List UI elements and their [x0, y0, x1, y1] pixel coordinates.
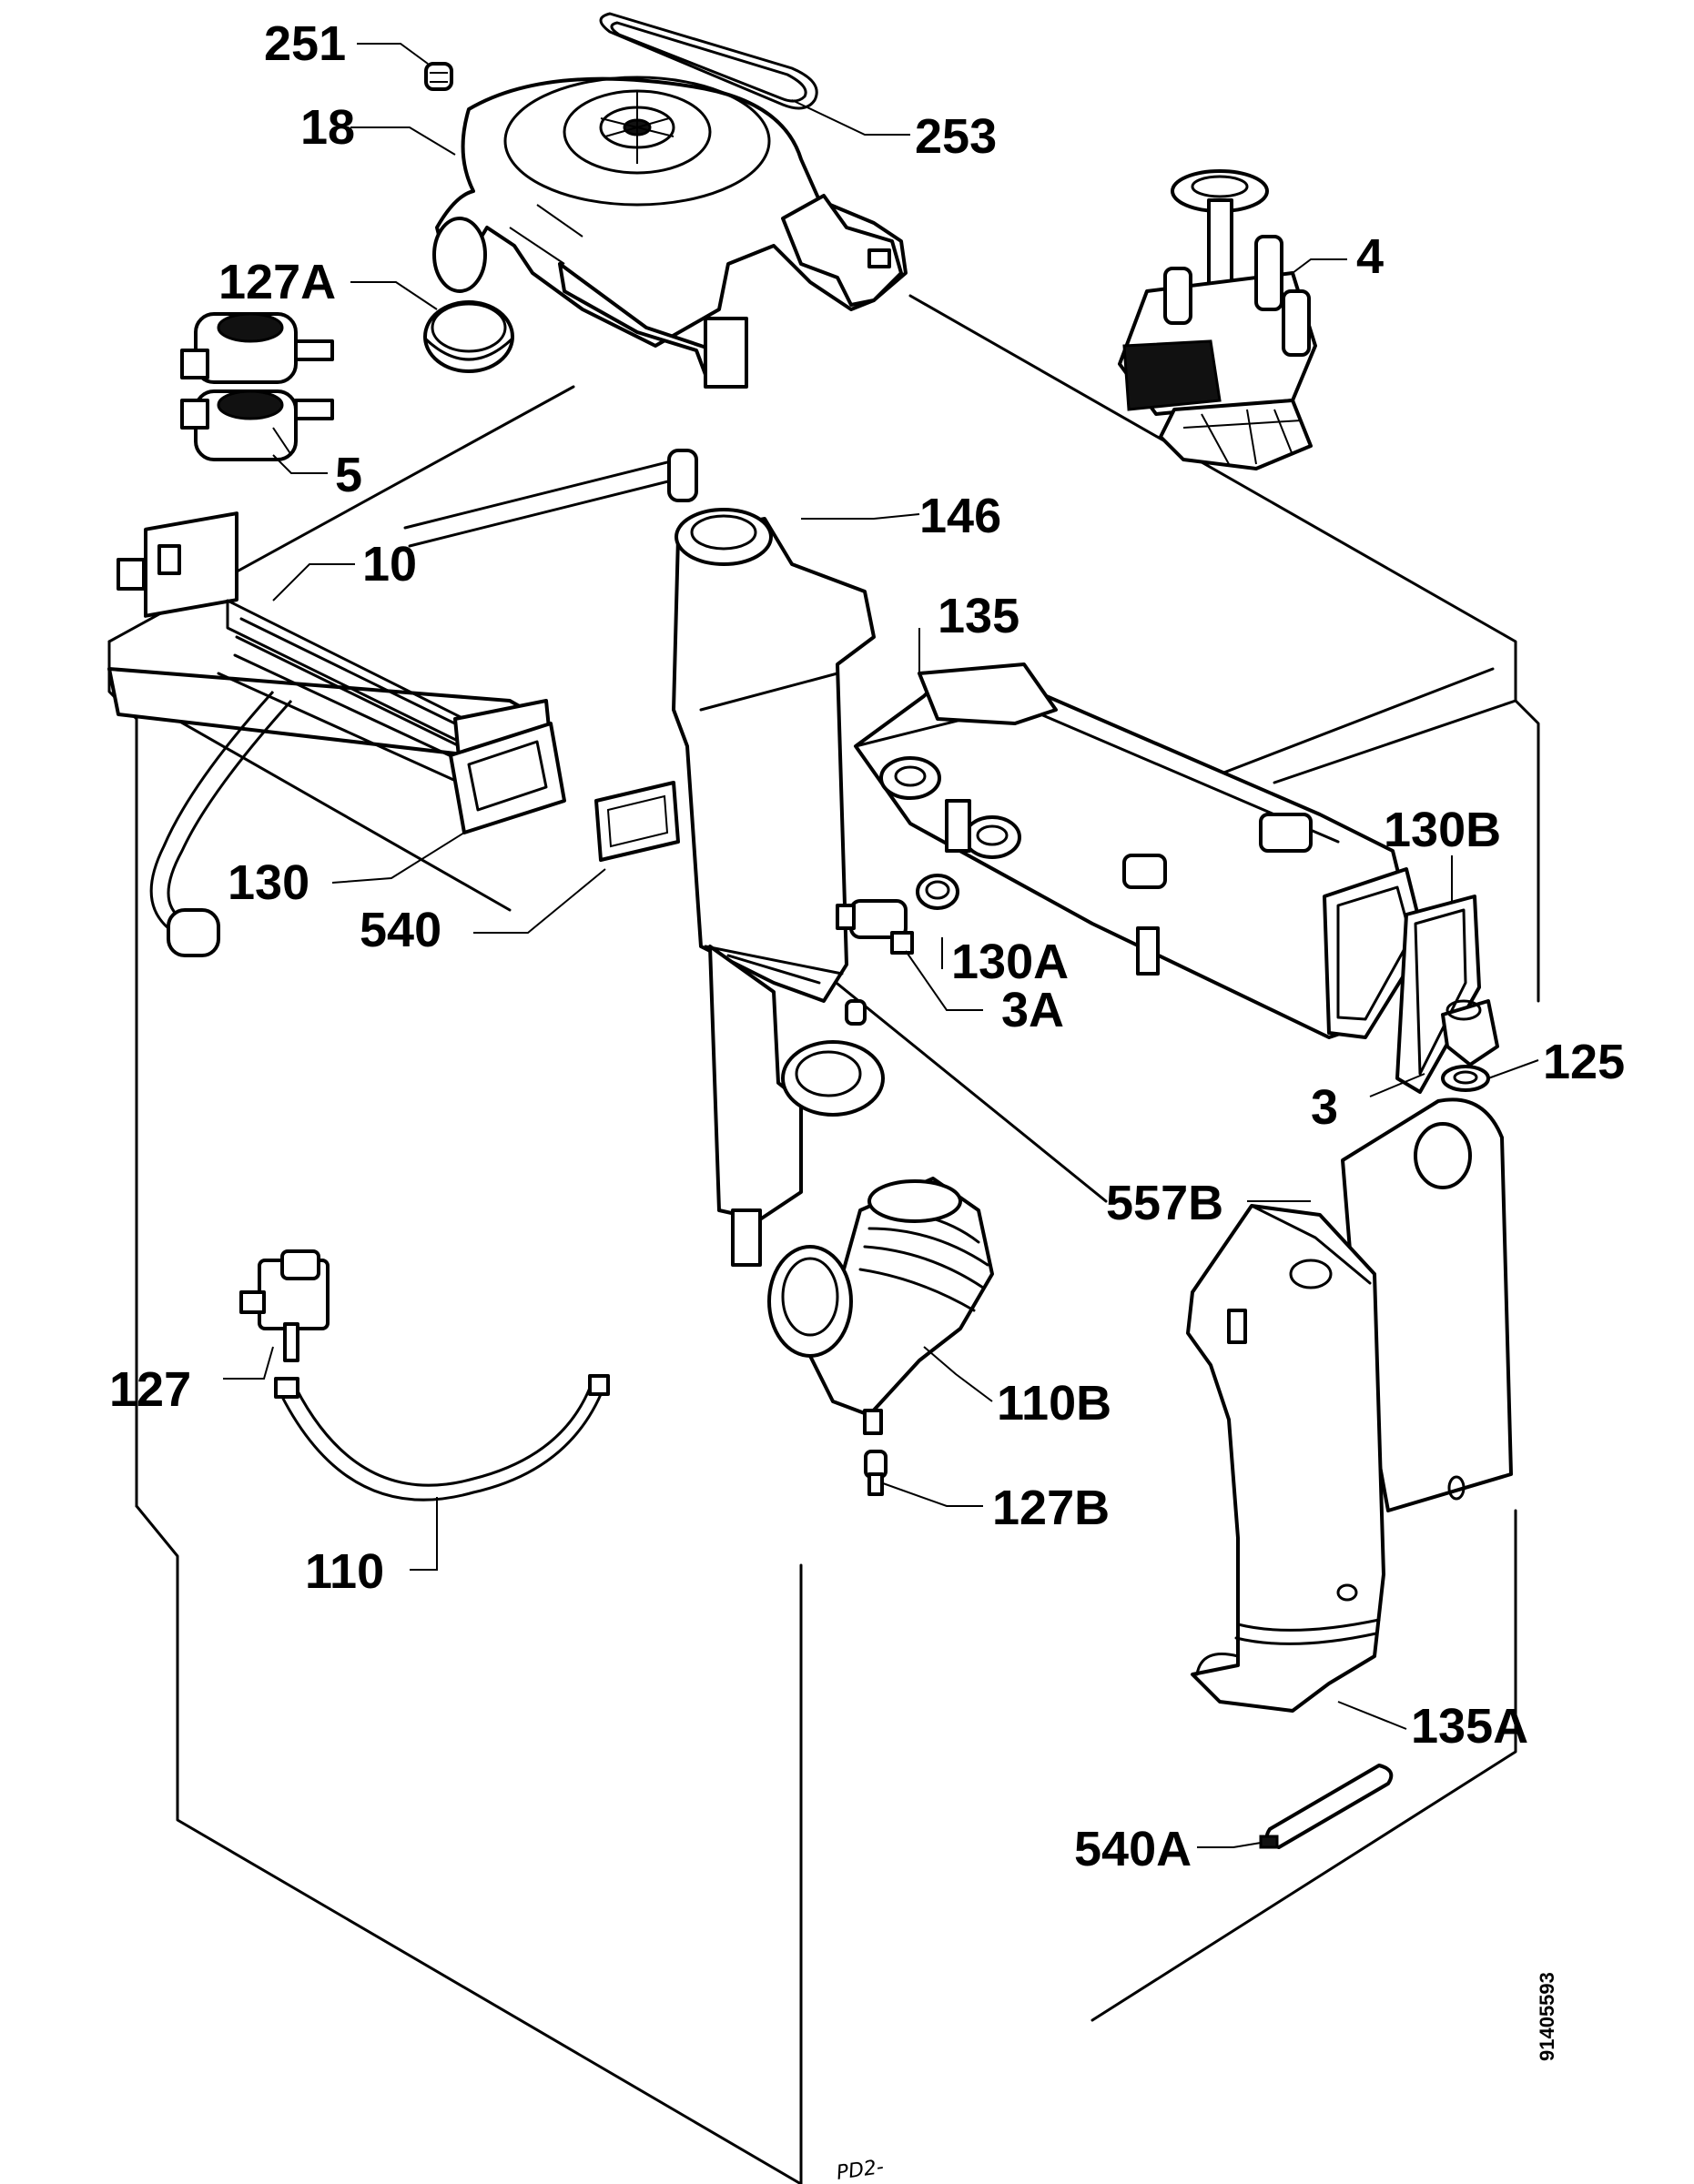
part-127-pressure-switch [239, 1249, 330, 1362]
label-127: 127 [109, 1362, 191, 1417]
part-130-gasket [449, 722, 566, 834]
label-135: 135 [938, 589, 1019, 643]
part-135A-duct [1186, 1204, 1385, 1713]
part-251-nut [424, 62, 453, 91]
part-18-blower [432, 76, 908, 389]
part-127A-ring [423, 300, 514, 373]
part-4-drain-pump [1118, 169, 1317, 470]
label-253: 253 [915, 109, 997, 164]
part-10-heating-element [107, 449, 698, 957]
label-130: 130 [228, 855, 309, 910]
label-18: 18 [300, 100, 355, 155]
label-540: 540 [360, 903, 441, 957]
document-number: 91405593 [1536, 1972, 1558, 2061]
label-251: 251 [264, 16, 346, 71]
leader-lines [223, 43, 1539, 1848]
handwritten-note: PD2- [835, 2156, 885, 2184]
label-10: 10 [362, 537, 417, 592]
label-146: 146 [919, 489, 1001, 543]
part-125-washer [1441, 1065, 1490, 1092]
label-127B: 127B [992, 1481, 1110, 1535]
part-146-vertical-duct [672, 508, 885, 1267]
label-557B: 557B [1106, 1176, 1223, 1230]
part-135-horizontal-duct [854, 662, 1426, 1039]
label-110B: 110B [997, 1376, 1111, 1431]
part-110B-bellows [767, 1177, 994, 1435]
label-3: 3 [1311, 1080, 1338, 1135]
label-125: 125 [1543, 1035, 1625, 1089]
label-5: 5 [335, 448, 362, 502]
label-130A: 130A [951, 935, 1069, 989]
label-135A: 135A [1411, 1699, 1528, 1754]
label-4: 4 [1356, 229, 1384, 284]
part-540-seal [594, 781, 680, 862]
part-127B-nozzle [864, 1450, 888, 1496]
part-110-hose [274, 1374, 610, 1502]
part-540A-seal [1259, 1764, 1394, 1849]
label-110: 110 [305, 1544, 384, 1599]
part-labels: 251 253 18 4 127A 5 146 10 135 130B 130 … [109, 16, 1625, 1876]
label-130B: 130B [1384, 803, 1501, 857]
part-3-thermostat [1441, 999, 1499, 1067]
label-127A: 127A [218, 255, 336, 309]
part-3A-thermostat [836, 899, 914, 955]
part-5-inlet-valve [180, 312, 334, 461]
part-130A-ring [916, 874, 959, 910]
label-3A: 3A [1001, 983, 1064, 1037]
label-540A: 540A [1074, 1822, 1192, 1876]
